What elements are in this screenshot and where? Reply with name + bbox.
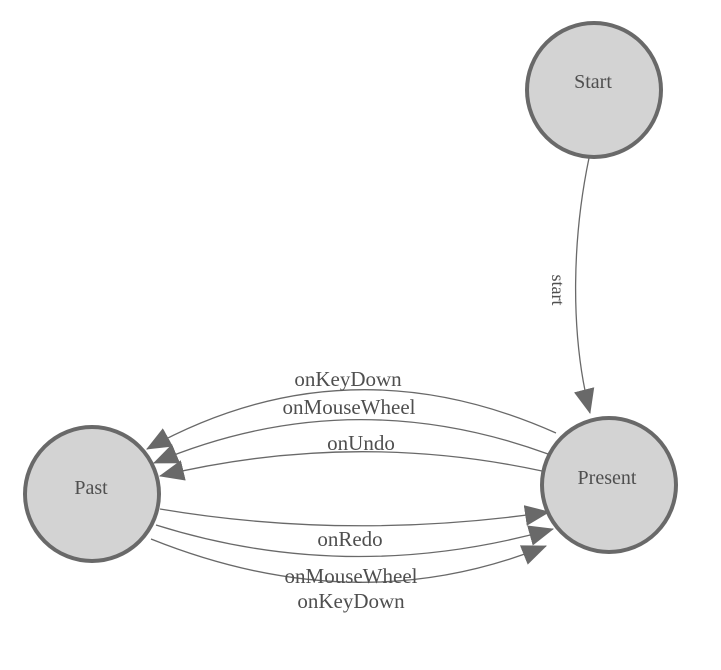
edge-labels-group: start onKeyDown onMouseWheel onUndo onRe… — [283, 275, 568, 614]
edge-label-onredo: onRedo — [317, 527, 382, 551]
node-past-circle — [23, 425, 161, 563]
node-past-label: Past — [74, 477, 108, 499]
edge-label-onundo: onUndo — [327, 431, 395, 455]
edges-group — [146, 157, 595, 583]
node-start: Start — [525, 21, 663, 159]
node-start-circle — [525, 21, 663, 159]
edge-present-to-past-onmousewheel — [153, 418, 549, 464]
edge-label-start: start — [548, 275, 568, 306]
edge-past-to-present-onkeydown — [150, 538, 547, 583]
edge-present-to-past-onundo — [158, 451, 543, 481]
edge-label-onkeydown-bottom: onKeyDown — [297, 589, 405, 613]
edge-label-onmousewheel-top: onMouseWheel — [283, 395, 416, 419]
edge-past-to-present-onmousewheel — [155, 524, 555, 558]
node-present-circle — [540, 416, 678, 554]
nodes-group: Start Present Past — [23, 21, 678, 563]
edge-label-onkeydown-top: onKeyDown — [294, 367, 402, 391]
edge-present-to-past-onkeydown — [146, 389, 557, 450]
edge-start-to-present — [574, 157, 595, 415]
node-present-label: Present — [578, 467, 637, 489]
node-start-label: Start — [574, 71, 612, 93]
node-past: Past — [23, 425, 161, 563]
edge-label-onmousewheel-bottom: onMouseWheel — [285, 564, 418, 588]
edge-past-to-present-onredo — [159, 505, 551, 527]
node-present: Present — [540, 416, 678, 554]
